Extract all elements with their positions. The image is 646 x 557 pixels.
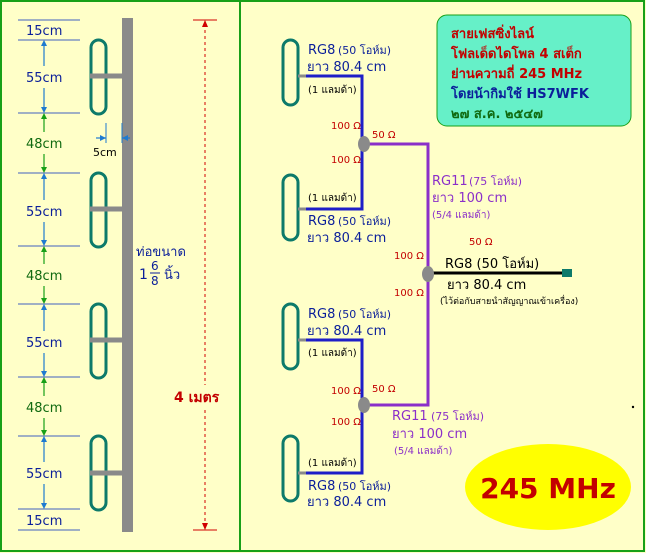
dim-55cm-4: 55cm (26, 467, 62, 482)
dim-55cm-2: 55cm (26, 205, 62, 220)
ohm100-f: 100 Ω (394, 288, 424, 299)
dimension-ticks (18, 19, 80, 531)
rg8-1-lambda: (1 แลมด้า) (308, 84, 357, 96)
pipe-label: ท่อขนาด (136, 245, 186, 260)
dim-55cm-3: 55cm (26, 336, 62, 351)
dim-55cm-1: 55cm (26, 71, 62, 86)
ohm100-a: 100 Ω (331, 121, 361, 132)
dim-48cm-2: 48cm (26, 269, 62, 284)
rg8-1-len: ยาว 80.4 cm (307, 60, 386, 75)
rg8-2-lambda: (1 แลมด้า) (308, 192, 357, 204)
pipe-unit: นิ้ว (164, 265, 180, 283)
rg11-1-imp: (75 โอห์ม) (469, 174, 522, 188)
rg8-4-lambda: (1 แลมด้า) (308, 457, 357, 469)
rg8-1-imp: (50 โอห์ม) (338, 43, 391, 57)
pipe-size-num: 6 (151, 259, 159, 273)
pipe-size-whole: 1 (139, 267, 148, 283)
ohm100-b: 100 Ω (331, 155, 361, 166)
rg8-3-lambda: (1 แลมด้า) (308, 347, 357, 359)
rg8-1-type: RG8 (308, 43, 335, 58)
right-dipoles (281, 38, 300, 503)
rg11-1-quarter: (5/4 แลมด้า) (432, 209, 490, 221)
dim-top-15cm: 15cm (26, 24, 62, 39)
info-line-3: ย่านความถี่ 245 MHz (451, 64, 582, 82)
rg11-2-type: RG11 (392, 409, 428, 424)
rg11-2-quarter: (5/4 แลมด้า) (394, 445, 452, 457)
rg8-2-type: RG8 (308, 214, 335, 229)
frequency-badge-text: 245 MHz (480, 472, 616, 505)
rg8-2-imp: (50 โอห์ม) (338, 214, 391, 228)
rg8-4-imp: (50 โอห์ม) (338, 479, 391, 493)
right-dipole-stubs (298, 74, 306, 475)
dim-48cm-3: 48cm (26, 401, 62, 416)
main-cable-length: ยาว 80.4 cm (447, 278, 526, 293)
height-dimension (193, 19, 217, 531)
dipole-1 (89, 38, 122, 116)
rg8-3-imp: (50 โอห์ม) (338, 307, 391, 321)
rg8-3-type: RG8 (308, 307, 335, 322)
junction-bottom (358, 397, 370, 413)
info-line-4: โดยน้ากิมใช้ HS7WFK (450, 85, 590, 102)
rg11-2-imp: (75 โอห์ม) (431, 409, 484, 423)
dim-bottom-15cm: 15cm (26, 514, 62, 529)
ohm50-main: 50 Ω (469, 237, 493, 248)
dipole-2 (89, 171, 122, 249)
height-label: 4 เมตร (174, 390, 220, 406)
rg8-2-len: ยาว 80.4 cm (307, 231, 386, 246)
ohm100-d: 100 Ω (331, 417, 361, 428)
info-box (436, 14, 632, 127)
junction-main (422, 266, 434, 282)
dipole-4 (89, 434, 122, 512)
ohm100-e: 100 Ω (394, 251, 424, 262)
rg11-lines (368, 142, 430, 407)
pipe-size-den: 8 (151, 274, 159, 288)
rg8-lines (306, 74, 364, 475)
main-cable-note: (ไว้ต่อกับสายนำสัญญาณเข้าเครื่อง) (440, 294, 578, 307)
frequency-badge (465, 444, 631, 530)
rg11-2-len: ยาว 100 cm (392, 427, 467, 442)
gap-marker (96, 123, 130, 143)
connector (562, 269, 572, 277)
arrow-heads (41, 40, 47, 509)
rg11-1-len: ยาว 100 cm (432, 191, 507, 206)
ohm100-c: 100 Ω (331, 386, 361, 397)
mast (122, 18, 133, 532)
info-line-1: สายเฟสซิ่งไลน์ (451, 24, 534, 42)
dipole-3 (89, 302, 122, 380)
info-line-2: โฟลเด็ดไดโพล 4 สเต็ก (450, 44, 582, 62)
dim-48cm-1: 48cm (26, 137, 62, 152)
junction-top (358, 136, 370, 152)
dot (631, 405, 635, 409)
gap-label: 5cm (93, 146, 117, 159)
main-cable-label: RG8 (50 โอห์ม) (445, 256, 539, 272)
rg8-3-len: ยาว 80.4 cm (307, 324, 386, 339)
ohm50-b: 50 Ω (372, 384, 396, 395)
rg8-4-len: ยาว 80.4 cm (307, 495, 386, 510)
rg8-4-type: RG8 (308, 479, 335, 494)
ohm50-a: 50 Ω (372, 130, 396, 141)
rg11-1-type: RG11 (432, 174, 468, 189)
info-line-5: ๒๗ ส.ค. ๒๕๔๗ (451, 107, 543, 122)
